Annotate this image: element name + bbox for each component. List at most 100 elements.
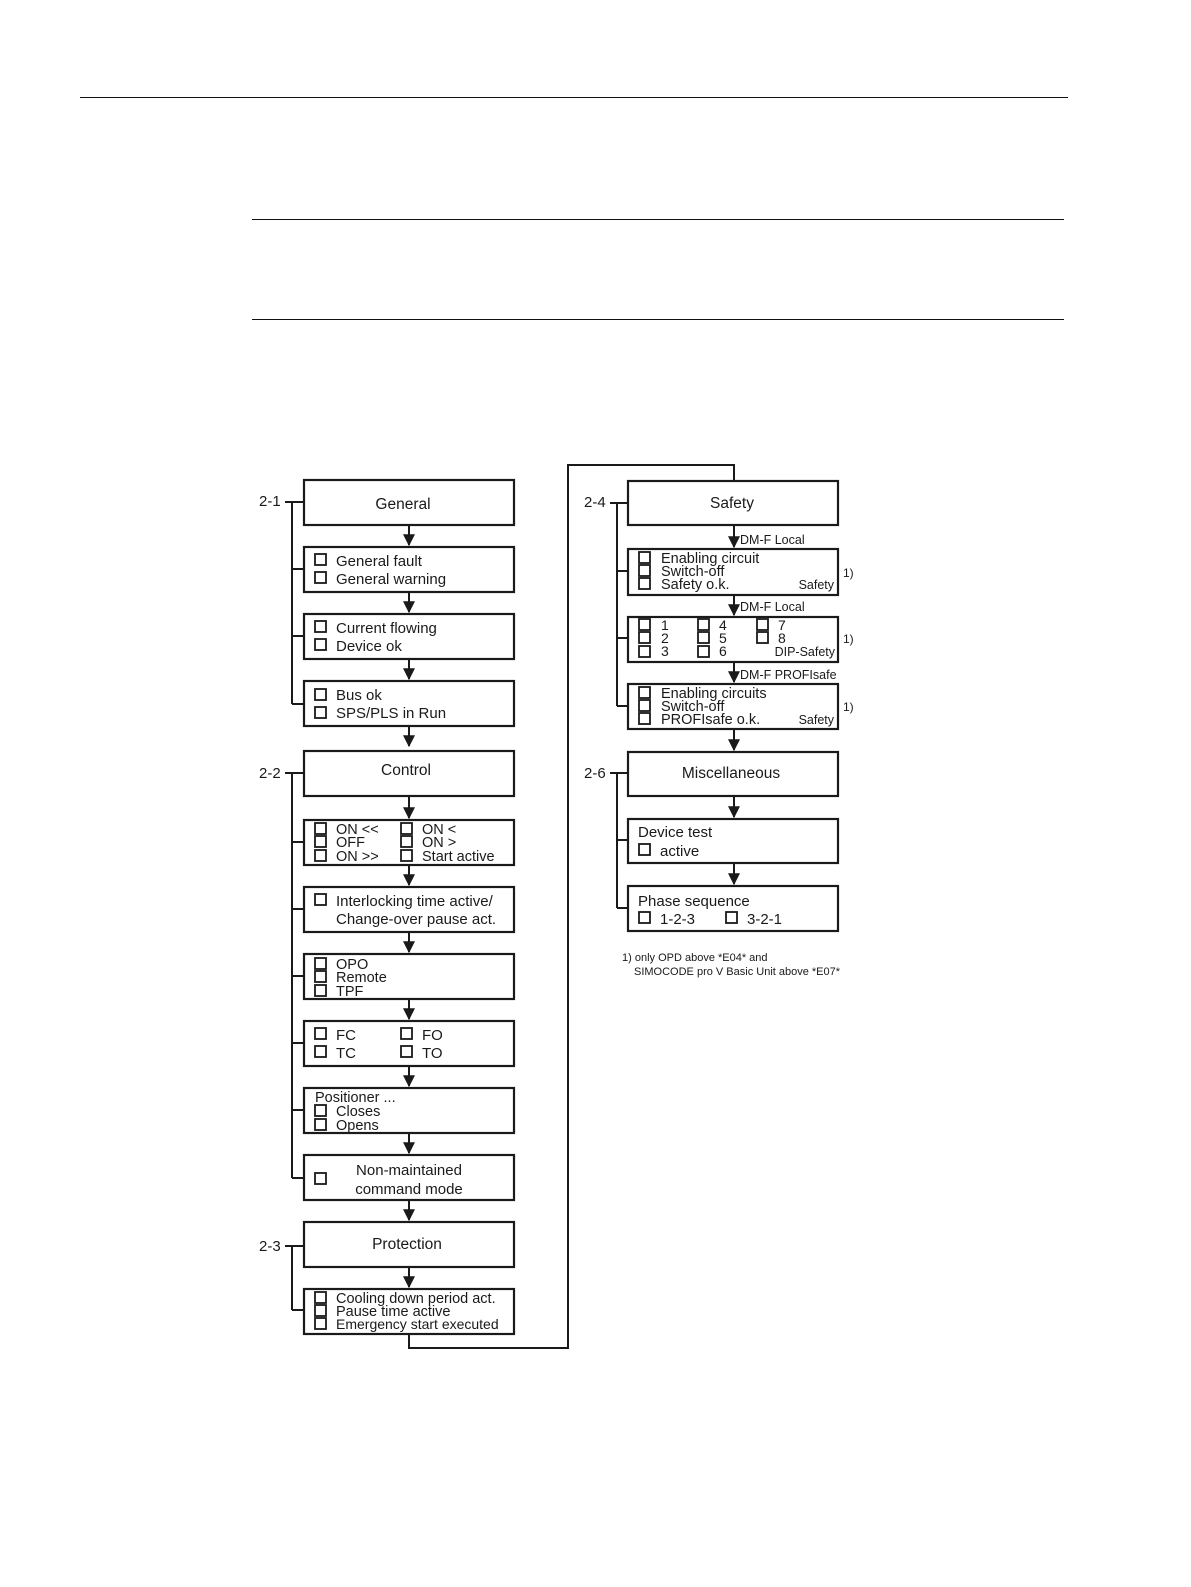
box-control-modes: ON << OFF ON >> ON < ON > Start active	[302, 818, 516, 867]
checkbox	[314, 1118, 327, 1131]
menu-box-protection[interactable]: Protection	[302, 1220, 516, 1269]
menu-box-safety[interactable]: Safety	[626, 479, 840, 527]
box-general-faults: General fault General warning	[302, 545, 516, 594]
dip-2: 2	[661, 630, 669, 646]
box-control-interlock: Interlocking time active/ Change-over pa…	[302, 885, 516, 934]
item-start-active: Start active	[422, 849, 495, 865]
menu-box-control[interactable]: Control	[302, 749, 516, 798]
menu-box-general[interactable]: General	[302, 478, 516, 527]
item-profisafe-ok: PROFIsafe o.k.	[661, 712, 760, 728]
item-current-flowing: Current flowing	[336, 620, 437, 637]
item-off: OFF	[336, 835, 365, 851]
footnote-ref-3: 1)	[843, 700, 854, 714]
dmf-profisafe-label: DM-F PROFIsafe	[740, 668, 837, 682]
safety-tag-local: Safety	[799, 578, 835, 592]
dip-1: 1	[661, 617, 669, 633]
checkbox	[314, 970, 327, 983]
checkbox	[638, 551, 651, 564]
checkbox	[756, 618, 769, 631]
checkbox	[314, 1291, 327, 1304]
checkbox	[638, 564, 651, 577]
item-nonmaint-1: Non-maintained	[356, 1162, 462, 1179]
item-general-fault: General fault	[336, 553, 423, 570]
checkbox	[697, 618, 710, 631]
dmf-local-label-1: DM-F Local	[740, 533, 805, 547]
item-interlock-2: Change-over pause act.	[336, 911, 496, 928]
checkbox	[400, 1045, 413, 1058]
dip-safety-tag: DIP-Safety	[775, 645, 836, 659]
checkbox	[638, 911, 651, 924]
box-safety-local: Enabling circuit Switch-off Safety o.k. …	[626, 547, 840, 597]
checkbox	[638, 618, 651, 631]
checkbox	[400, 849, 413, 862]
item-switch-off-local: Switch-off	[661, 564, 725, 580]
item-on-l: ON <	[422, 822, 456, 838]
checkbox	[638, 645, 651, 658]
checkbox	[314, 553, 327, 566]
menu-box-miscellaneous[interactable]: Miscellaneous	[626, 750, 840, 798]
box-safety-profisafe: Enabling circuits Switch-off PROFIsafe o…	[626, 682, 840, 731]
menu-title-protection: Protection	[372, 1236, 442, 1253]
checkbox	[638, 631, 651, 644]
left-brackets	[285, 501, 304, 1311]
item-to: TO	[422, 1045, 443, 1062]
checkbox	[314, 835, 327, 848]
checkbox	[314, 1172, 327, 1185]
checkbox	[314, 822, 327, 835]
checkbox	[314, 1317, 327, 1330]
checkbox	[314, 1104, 327, 1117]
box-control-nonmaint: Non-maintained command mode	[302, 1153, 516, 1202]
item-switch-off-profisafe: Switch-off	[661, 699, 725, 715]
item-enabling-circuits: Enabling circuits	[661, 686, 767, 702]
note-rule-bottom	[252, 319, 1064, 320]
section-label-2-6: 2-6	[584, 765, 606, 782]
dip-7: 7	[778, 617, 786, 633]
box-control-positioner: Positioner ... Closes Opens	[302, 1086, 516, 1135]
item-remote: Remote	[336, 970, 387, 986]
menu-title-safety: Safety	[710, 495, 754, 512]
item-on-ll: ON <<	[336, 822, 379, 838]
item-bus-ok: Bus ok	[336, 687, 382, 704]
device-test-title: Device test	[638, 824, 713, 841]
menu-title-control: Control	[381, 762, 431, 779]
box-control-positions: OPO Remote TPF	[302, 952, 516, 1001]
item-emergency-start: Emergency start executed	[336, 1316, 499, 1332]
checkbox	[314, 957, 327, 970]
safety-tag-profisafe: Safety	[799, 713, 835, 727]
checkbox	[638, 699, 651, 712]
dip-3: 3	[661, 643, 669, 659]
box-phase-sequence: Phase sequence 1-2-3 3-2-1	[626, 884, 840, 933]
checkbox	[314, 1027, 327, 1040]
item-fo: FO	[422, 1027, 443, 1044]
box-protection-items: Cooling down period act. Pause time acti…	[302, 1287, 516, 1336]
item-cooling-down: Cooling down period act.	[336, 1291, 496, 1307]
item-on-r: ON >	[422, 835, 456, 851]
checkbox	[314, 1045, 327, 1058]
checkbox	[697, 645, 710, 658]
dmf-local-label-2: DM-F Local	[740, 600, 805, 614]
checkbox	[314, 706, 327, 719]
item-general-warning: General warning	[336, 571, 446, 588]
item-on-rr: ON >>	[336, 849, 379, 865]
header-rule	[80, 97, 1068, 98]
checkbox	[314, 893, 327, 906]
item-safety-ok: Safety o.k.	[661, 577, 730, 593]
item-fc: FC	[336, 1027, 356, 1044]
footnote-line-1: 1) only OPD above *E04* and	[622, 952, 768, 964]
checkbox	[400, 1027, 413, 1040]
positioner-title: Positioner ...	[315, 1090, 396, 1106]
checkbox	[638, 577, 651, 590]
item-interlock-1: Interlocking time active/	[336, 893, 494, 910]
item-phase-123: 1-2-3	[660, 911, 695, 928]
checkbox	[638, 712, 651, 725]
item-enabling-circuit: Enabling circuit	[661, 551, 759, 567]
box-control-fcfo: FC TC FO TO	[302, 1019, 516, 1068]
box-general-status: Current flowing Device ok	[302, 612, 516, 661]
dip-4: 4	[719, 617, 727, 633]
note-rule-top	[252, 219, 1064, 220]
item-device-ok: Device ok	[336, 638, 402, 655]
item-sps-run: SPS/PLS in Run	[336, 705, 446, 722]
checkbox	[314, 620, 327, 633]
item-tc: TC	[336, 1045, 356, 1062]
